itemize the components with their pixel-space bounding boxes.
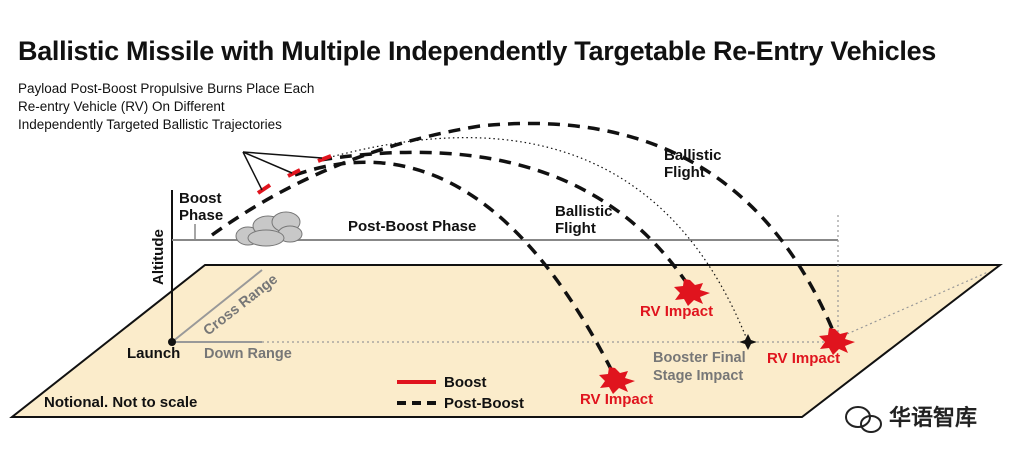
rv-trajectory-far [210,121,838,339]
rv-impact-burst-middle [674,279,710,306]
rv-trajectory-middle [319,150,692,289]
booster-final-label-2: Stage Impact [653,368,743,384]
impact-diagonal-dotted [837,271,989,339]
watermark-text: 华语智库 [889,405,977,431]
rv-impact-burst-far [819,328,855,355]
boost-burn-segment-1 [256,183,272,195]
booster-impact-marker [739,334,757,350]
cross-range-axis [171,269,263,343]
boost-phase-label-1: Boost [179,190,222,207]
ground-plane [9,264,1003,418]
legend: Boost Post-Boost [397,374,524,412]
boost-phase-label-2: Phase [179,207,223,224]
rv-impact-burst-near [599,367,635,394]
booster-final-label-1: Booster Final [653,350,746,366]
altitude-label: Altitude [150,229,167,285]
cloud-icon [235,211,303,247]
ballistic-flight-label-2a: Ballistic [555,203,613,220]
down-range-label: Down Range [204,346,292,362]
rv-impact-label-near: RV Impact [580,391,653,408]
booster-trajectory [319,137,749,343]
ballistic-flight-label-2b: Flight [555,220,596,237]
rv-impact-label-far: RV Impact [767,350,840,367]
boost-burn-segment-3 [317,154,332,163]
launch-label: Launch [127,345,180,362]
post-boost-phase-label: Post-Boost Phase [348,218,476,235]
subtitle-line-1: Payload Post-Boost Propulsive Burns Plac… [18,81,314,96]
watermark: 华语智库 [845,405,977,433]
ballistic-flight-label-1a: Ballistic [664,147,722,164]
rv-impact-label-middle: RV Impact [640,303,713,320]
subtitle-line-3: Independently Targeted Ballistic Traject… [18,117,282,132]
subtitle-pointer-lines [242,151,323,191]
notional-note: Notional. Not to scale [44,394,197,411]
diagram-title: Ballistic Missile with Multiple Independ… [18,36,936,66]
legend-post-boost-label: Post-Boost [444,395,524,412]
wechat-icon [845,406,882,433]
launch-point [168,338,176,346]
subtitle-line-2: Re-entry Vehicle (RV) On Different [18,99,225,114]
boost-burn-segment-2 [287,168,301,178]
ballistic-flight-label-1b: Flight [664,164,705,181]
rv-trajectory-near [294,160,616,376]
legend-boost-label: Boost [444,374,487,391]
